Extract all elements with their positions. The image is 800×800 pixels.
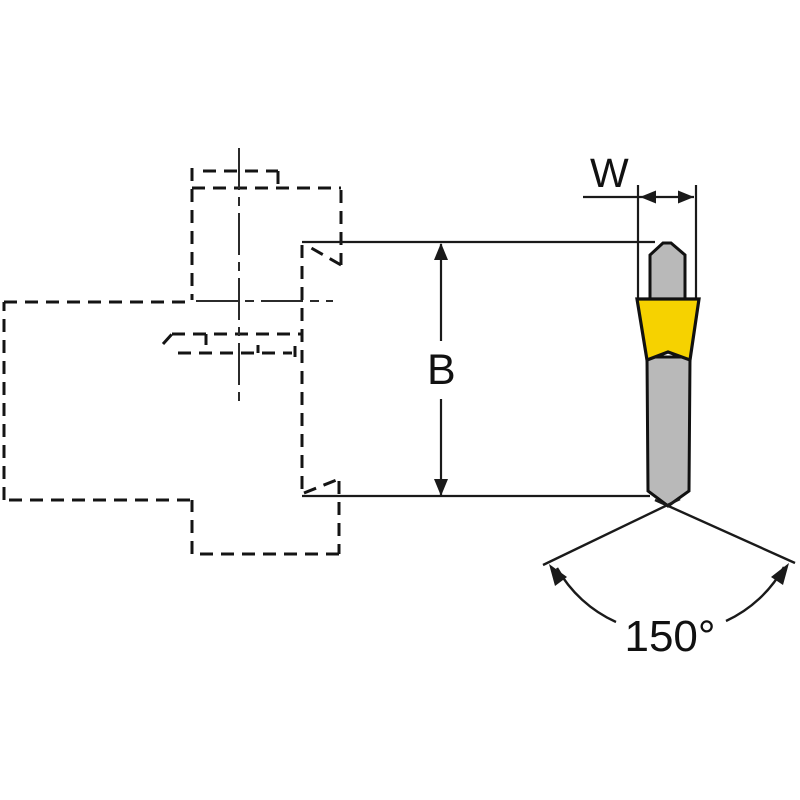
angle-annotation	[542, 497, 796, 624]
carbide-insert	[635, 297, 701, 363]
blade-shank	[645, 355, 692, 508]
angle-arrow-left	[549, 564, 567, 586]
b-arrow-up	[434, 243, 448, 260]
angle-arrow-right	[771, 563, 789, 585]
insert-pocket-hidden-detail	[161, 332, 302, 357]
height-label: B	[427, 346, 456, 394]
angle-arc-left	[555, 567, 617, 624]
angle-label: 150°	[624, 612, 715, 661]
holder-dashed-outline	[2, 168, 343, 556]
angle-arrowheads	[549, 563, 789, 586]
angle-ray-left	[542, 497, 681, 567]
width-label: W	[590, 150, 629, 196]
b-arrow-down	[434, 479, 448, 496]
holder-outline-path	[2, 168, 343, 556]
centerlines	[196, 148, 333, 407]
w-arrow-right	[678, 190, 694, 204]
blade-tip	[648, 241, 687, 301]
angle-ray-right	[654, 498, 796, 565]
dimension-lines	[302, 185, 698, 498]
parting-blade	[635, 241, 701, 508]
dimension-arrowheads	[434, 190, 694, 496]
w-arrow-left	[640, 190, 656, 204]
